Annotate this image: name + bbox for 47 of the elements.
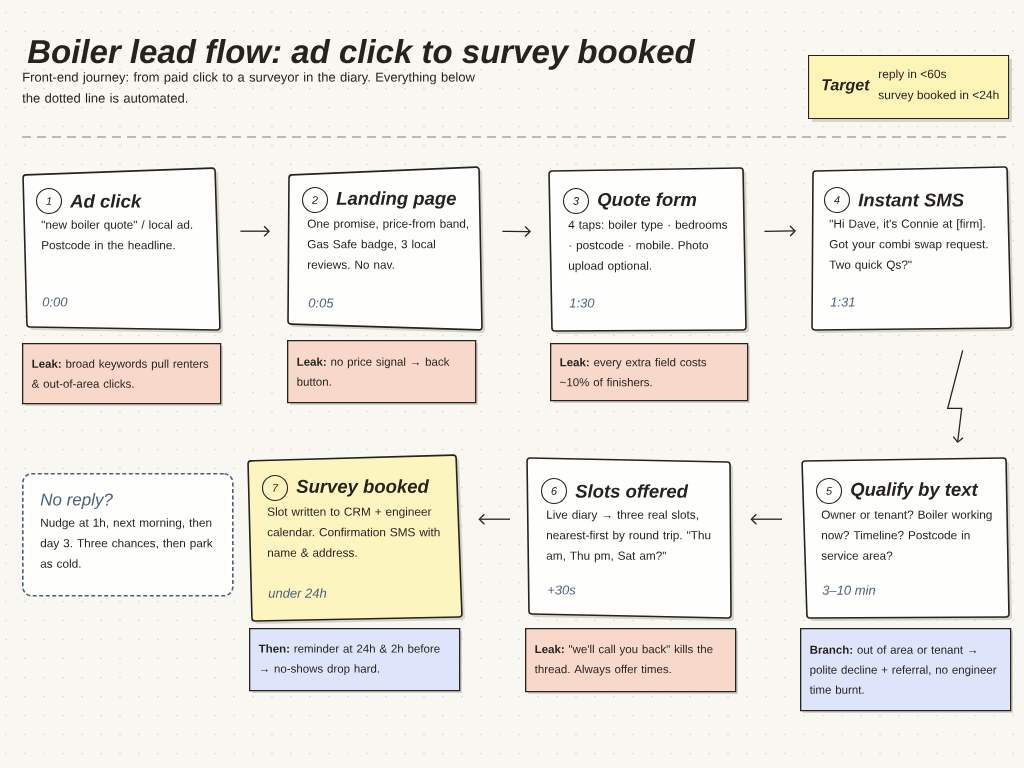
arrow [478,513,511,525]
step-title: Ad click [69,194,142,208]
step-title: Slots offered [575,484,689,498]
note-box: Leak: "we'll call you back" kills the thread. Always offer times. [525,628,738,694]
step-description: Live diary → three real slots, nearest-first by round trip. "Thu am, Thu pm, Sat am?" [546,510,711,563]
note-box: Then: reminder at 24h & 2h before → no-shows drop hard. [249,628,462,693]
arrow [501,225,531,238]
target-heading: Target [822,79,871,94]
step-description: "new boiler quote" / local ad. Postcode in the headline. [41,220,193,250]
step-number: 1 [35,187,63,215]
step-description: Owner or tenant? Boiler working now? Timeline? Postcode in service area? [821,510,992,560]
step-number: 2 [301,186,329,214]
elapsed-time: 1:30 [569,298,595,308]
step-description: One promise, price-from band, Gas Safe badge, 3 local reviews. No nav. [307,219,469,269]
elapsed-time: under 24h [268,588,327,598]
arrow [750,513,783,525]
step-description: 4 taps: boiler type · bedrooms · postcode · mobile. Photo upload optional. [568,220,728,273]
diagram-title: Boiler lead flow: ad click to survey booked [27,39,696,70]
step-number: 3 [562,187,590,215]
note-box: Leak: every extra field costs ~10% of finishers. [550,343,750,403]
step-title: Landing page [336,191,456,209]
target-metric: survey booked in <24h [878,90,999,102]
step-number: 5 [815,477,843,505]
elapsed-time: +30s [548,585,576,595]
step-title: Survey booked [296,479,430,497]
arrow [763,225,796,237]
elapsed-time: 0:05 [308,298,334,308]
card-title: No reply? [40,493,113,509]
step-title: Instant SMS [858,193,964,207]
step-title: Quote form [598,192,697,210]
arrow [946,349,964,444]
note-box: Branch: out of area or tenant → polite decline + referral, no engineer time burnt. [800,628,1013,713]
step-number: 6 [540,477,568,505]
arrow [239,225,270,237]
step-title: Qualify by text [851,482,979,500]
card-text: Nudge at 1h, next morning, then day 3. Three chances, then park as cold. [40,518,213,568]
step-description: "Hi Dave, it's Connie at [firm]. Got your combi swap request. Two quick Qs?" [829,219,988,272]
elapsed-time: 1:31 [830,297,855,307]
note-box: Leak: no price signal → back button. [287,340,478,405]
elapsed-time: 3–10 min [822,585,876,595]
target-metric: reply in <60s [879,69,947,81]
step-description: Slot written to CRM + engineer calendar. Confirmation SMS with name & address. [267,507,440,557]
subtitle: Front-end journey: from paid click to a surveyor in the diary. Everything below the dotted line is automated. [22,72,475,103]
step-number: 4 [823,186,851,214]
note-box: Leak: broad keywords pull renters & out-of-area clicks. [22,343,223,406]
elapsed-time: 0:00 [42,297,68,307]
step-number: 7 [261,474,289,502]
